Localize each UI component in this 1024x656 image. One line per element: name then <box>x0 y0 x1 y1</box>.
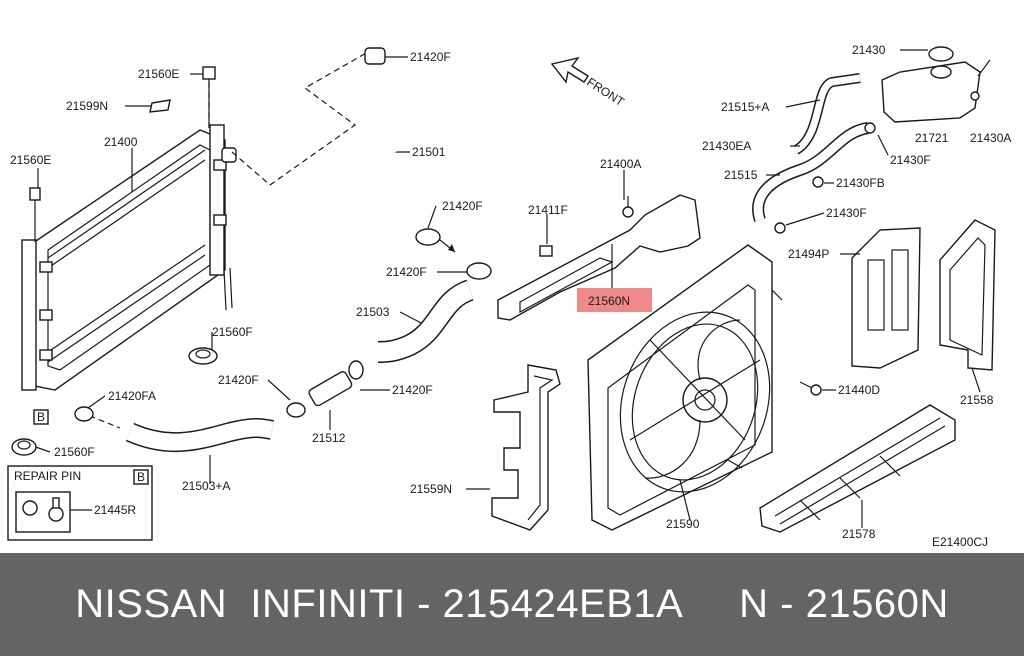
label-21560F-bot: 21560F <box>54 445 95 459</box>
label-21400A: 21400A <box>600 157 641 171</box>
label-21558: 21558 <box>960 393 994 407</box>
hose-21503 <box>377 262 492 363</box>
hose-21503A <box>74 402 306 453</box>
label-21430EA: 21430EA <box>702 139 751 153</box>
highlight-21560N: 21560N <box>577 288 652 312</box>
ref-b-label: B <box>37 410 45 424</box>
leader-21590 <box>679 479 691 521</box>
figure-code: E21400CJ <box>932 535 988 549</box>
bracket-21559N <box>491 364 561 531</box>
front-arrow-icon: FRONT <box>550 56 627 110</box>
footer-part-number: NISSAN INFINITI - 215424EB1A N - 21560N <box>75 582 949 626</box>
connector-21512 <box>308 360 364 407</box>
bolt-21440D <box>799 381 836 396</box>
label-21430A: 21430A <box>970 131 1011 145</box>
leader-21430F-b <box>785 212 825 226</box>
label-21445R: 21445R <box>94 503 136 517</box>
label-21512: 21512 <box>312 431 346 445</box>
label-21420F-c: 21420F <box>218 373 259 387</box>
lower-hose-path <box>79 411 121 429</box>
label-21599N: 21599N <box>66 99 108 113</box>
label-21721: 21721 <box>915 131 949 145</box>
repair-pin-box: B REPAIR PIN 21445R <box>7 465 153 541</box>
ref-b-box <box>33 409 49 425</box>
repair-pin-title: REPAIR PIN <box>14 469 81 483</box>
front-label: FRONT <box>584 75 627 110</box>
label-21420F-mid: 21420F <box>442 199 483 213</box>
label-21560E-left: 21560E <box>10 153 51 167</box>
label-21515: 21515 <box>724 168 758 182</box>
label-21560N: 21560N <box>588 294 630 308</box>
grommet-21560F-mid <box>188 347 218 365</box>
label-21420FA: 21420FA <box>108 389 156 403</box>
leader-lines-left <box>29 56 470 484</box>
label-21515A: 21515+A <box>721 100 769 114</box>
label-21430F-a: 21430F <box>890 153 931 167</box>
label-21430: 21430 <box>852 43 886 57</box>
label-21503: 21503 <box>356 305 390 319</box>
label-21560F-mid: 21560F <box>212 325 253 339</box>
label-21559N: 21559N <box>410 482 452 496</box>
label-21503A: 21503+A <box>182 479 230 493</box>
label-21420F-top: 21420F <box>410 50 451 64</box>
leader-21430F-a <box>877 134 889 156</box>
label-21440D: 21440D <box>838 383 880 397</box>
leader-21558 <box>971 367 981 393</box>
label-21420F-b: 21420F <box>386 265 427 279</box>
leader-21515A <box>785 99 821 108</box>
fan-shroud-21590 <box>587 244 783 531</box>
bracket-21494P <box>851 227 921 369</box>
label-21494P: 21494P <box>788 247 829 261</box>
footer-banner: NISSAN INFINITI - 215424EB1A N - 21560N <box>0 553 1024 656</box>
repair-ref-b: B <box>137 470 145 484</box>
reservoir-tank-21721 <box>881 46 991 123</box>
hose-path-upper <box>231 51 369 186</box>
hose-21515 <box>752 122 876 234</box>
label-21501: 21501 <box>412 145 446 159</box>
parts-diagram: 21560E 21599N 21400 21560E 21420F 21501 … <box>7 43 1011 549</box>
label-21430FB: 21430FB <box>836 176 885 190</box>
radiator-part <box>21 66 237 391</box>
clamp-21420F-mid <box>415 228 456 253</box>
label-21420F-d: 21420F <box>392 383 433 397</box>
bracket-21558 <box>939 219 996 371</box>
label-21430F-b: 21430F <box>826 206 867 220</box>
grommet-21560F-bot <box>11 438 37 456</box>
upper-hose-21501 <box>355 47 438 218</box>
hose-21515A <box>793 73 861 155</box>
label-21400: 21400 <box>104 135 138 149</box>
label-21578: 21578 <box>842 527 876 541</box>
cover-21578 <box>759 404 956 533</box>
label-21560E-top: 21560E <box>138 67 179 81</box>
label-21411F: 21411F <box>528 203 568 217</box>
label-21590: 21590 <box>666 517 700 531</box>
